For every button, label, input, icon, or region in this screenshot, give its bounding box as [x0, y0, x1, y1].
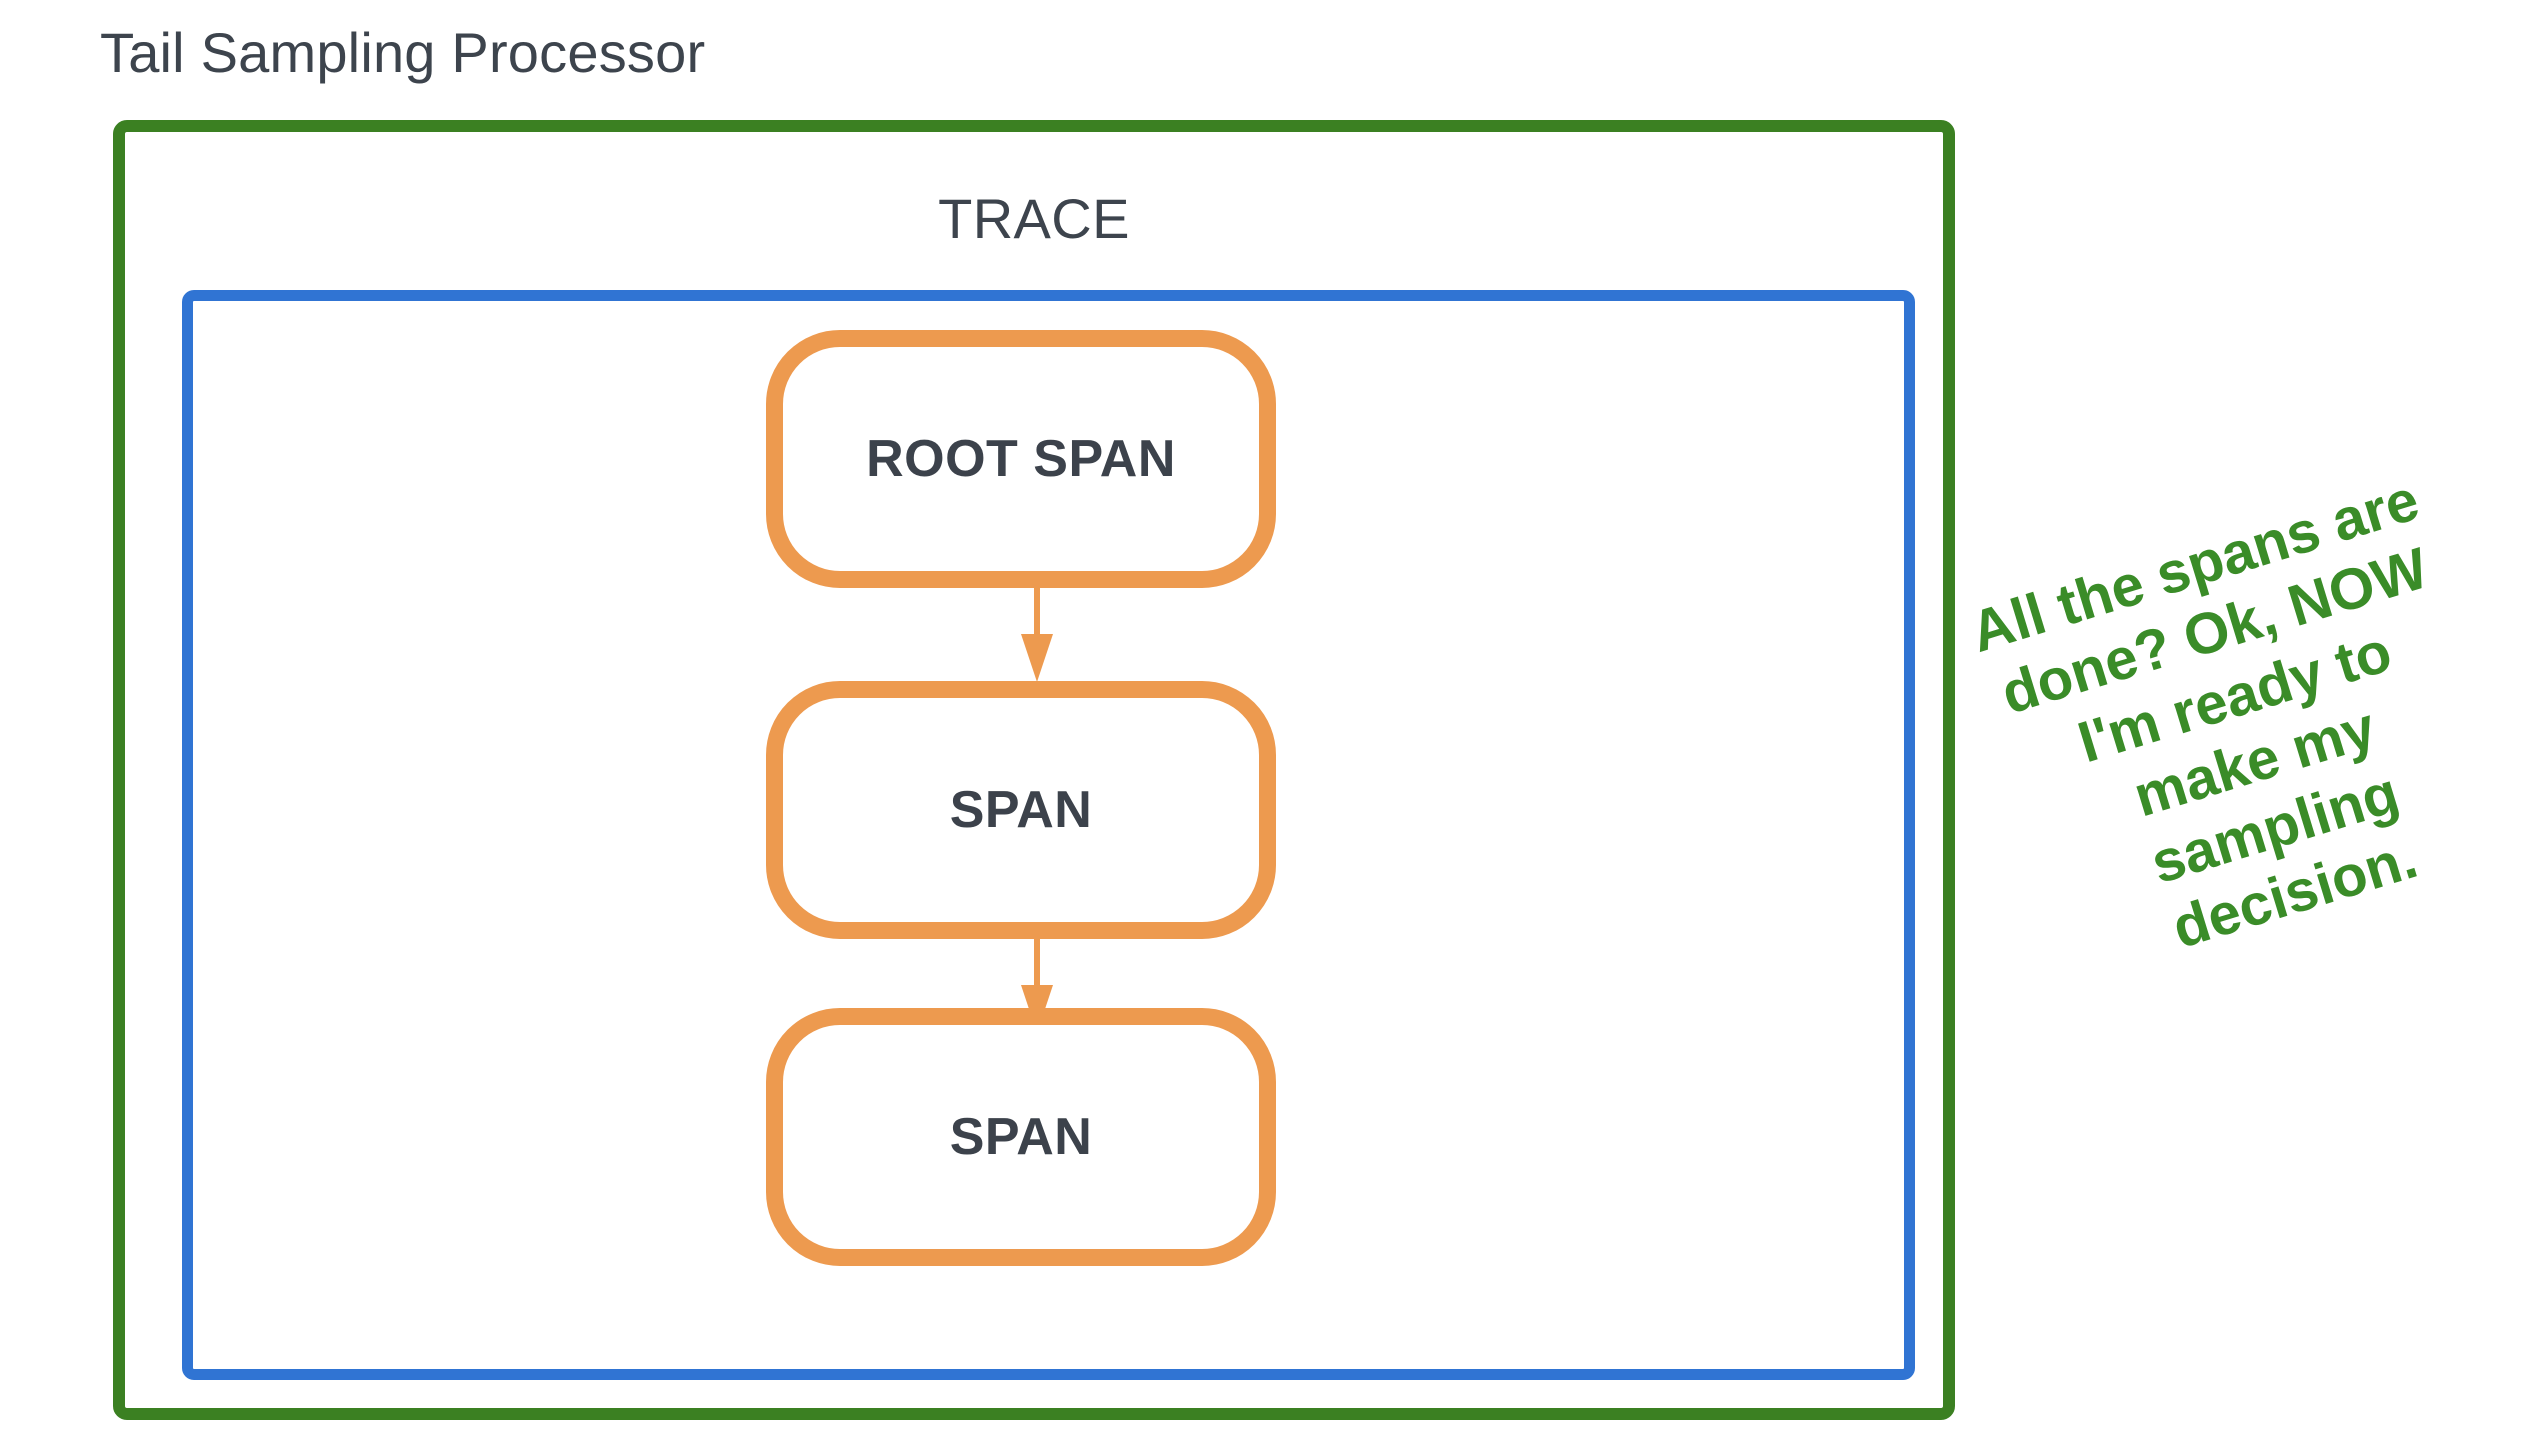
span-node-label: SPAN [949, 1108, 1093, 1166]
page-title: Tail Sampling Processor [100, 21, 706, 84]
span-node-label: SPAN [949, 781, 1093, 839]
span-node-child-2[interactable]: SPAN [766, 1008, 1276, 1266]
span-node-label: ROOT SPAN [866, 430, 1176, 488]
arrow-down-icon [1021, 588, 1053, 682]
trace-box: ROOT SPAN SPAN SPAN [182, 290, 1915, 1380]
span-node-child-1[interactable]: SPAN [766, 681, 1276, 939]
annotation-callout: All the spans are done? Ok, NOW I'm read… [1963, 467, 2436, 962]
tail-sampling-processor-box: TRACE ROOT SPAN SPAN SPAN [113, 120, 1955, 1420]
trace-label: TRACE [938, 187, 1130, 250]
arrow-stem [1034, 588, 1040, 638]
span-chain: ROOT SPAN SPAN SPAN [193, 301, 1904, 1369]
span-node-root[interactable]: ROOT SPAN [766, 330, 1276, 588]
arrow-head [1021, 634, 1053, 682]
arrow-stem [1034, 939, 1040, 989]
